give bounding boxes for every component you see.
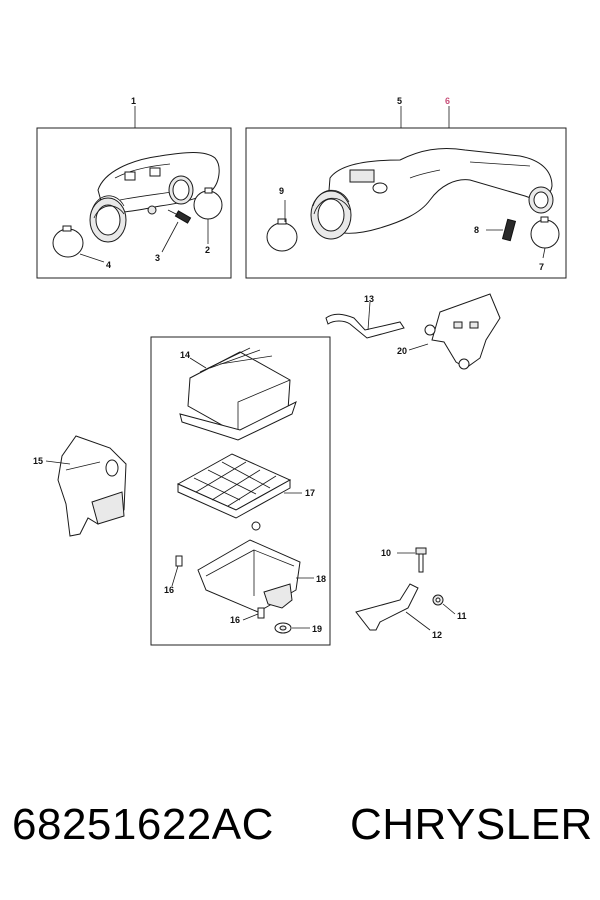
sensor-3 [147, 205, 192, 224]
grommet-19: 19 [274, 622, 322, 634]
inlet-hose-assembly [89, 152, 220, 243]
clip-16-lower: 16 [230, 607, 265, 625]
air-filter-element-17: 17 [176, 453, 315, 519]
callout-5: 5 [397, 96, 402, 106]
group-box-1: 1 2 3 4 [36, 96, 232, 279]
callout-7: 7 [539, 262, 544, 272]
callout-2: 2 [205, 245, 210, 255]
callout-20: 20 [397, 346, 407, 356]
callout-16-upper: 16 [164, 585, 174, 595]
callout-14: 14 [180, 350, 190, 360]
inlet-duct-15: 15 [33, 435, 127, 537]
air-cleaner-base-18: 18 [197, 521, 326, 613]
callout-18: 18 [316, 574, 326, 584]
footer: 68251622AC CHRYSLER [0, 800, 600, 870]
hose-clamp-9 [266, 218, 298, 252]
clip-16-upper: 16 [164, 555, 183, 595]
support-bracket-12: 12 [355, 583, 442, 640]
callout-1: 1 [131, 96, 136, 106]
callout-10: 10 [381, 548, 391, 558]
resonator-duct-assembly [310, 147, 554, 240]
callout-6: 6 [445, 96, 450, 106]
parts-diagram: 1 2 3 4 [33, 96, 567, 646]
sensor-8 [501, 218, 517, 242]
bolt-10: 10 [381, 547, 427, 573]
callout-16-lower: 16 [230, 615, 240, 625]
vent-tube-13: 13 [325, 294, 405, 339]
air-cleaner-cover-14: 14 [179, 347, 297, 441]
callout-12: 12 [432, 630, 442, 640]
hose-clamp-4 [52, 225, 84, 258]
part-number: 68251622AC [12, 800, 274, 849]
group-frame-left [36, 127, 232, 279]
callout-8: 8 [474, 225, 479, 235]
group-frame-center [150, 336, 331, 646]
callout-19: 19 [312, 624, 322, 634]
callout-15: 15 [33, 456, 43, 466]
hose-clamp-2 [193, 187, 223, 220]
callout-17: 17 [305, 488, 315, 498]
group-box-5: 5 6 7 8 9 [245, 96, 567, 279]
mounting-bracket-20: 20 [397, 293, 501, 370]
callout-11: 11 [457, 611, 467, 621]
callout-4: 4 [106, 260, 111, 270]
air-cleaner-group: 14 17 18 16 16 [150, 336, 331, 646]
brand-name: CHRYSLER [350, 800, 593, 849]
callout-9: 9 [279, 186, 284, 196]
group-frame-right [245, 127, 567, 279]
hose-clamp-7 [530, 216, 560, 249]
nut-11: 11 [432, 594, 467, 621]
callout-3: 3 [155, 253, 160, 263]
callout-13: 13 [364, 294, 374, 304]
